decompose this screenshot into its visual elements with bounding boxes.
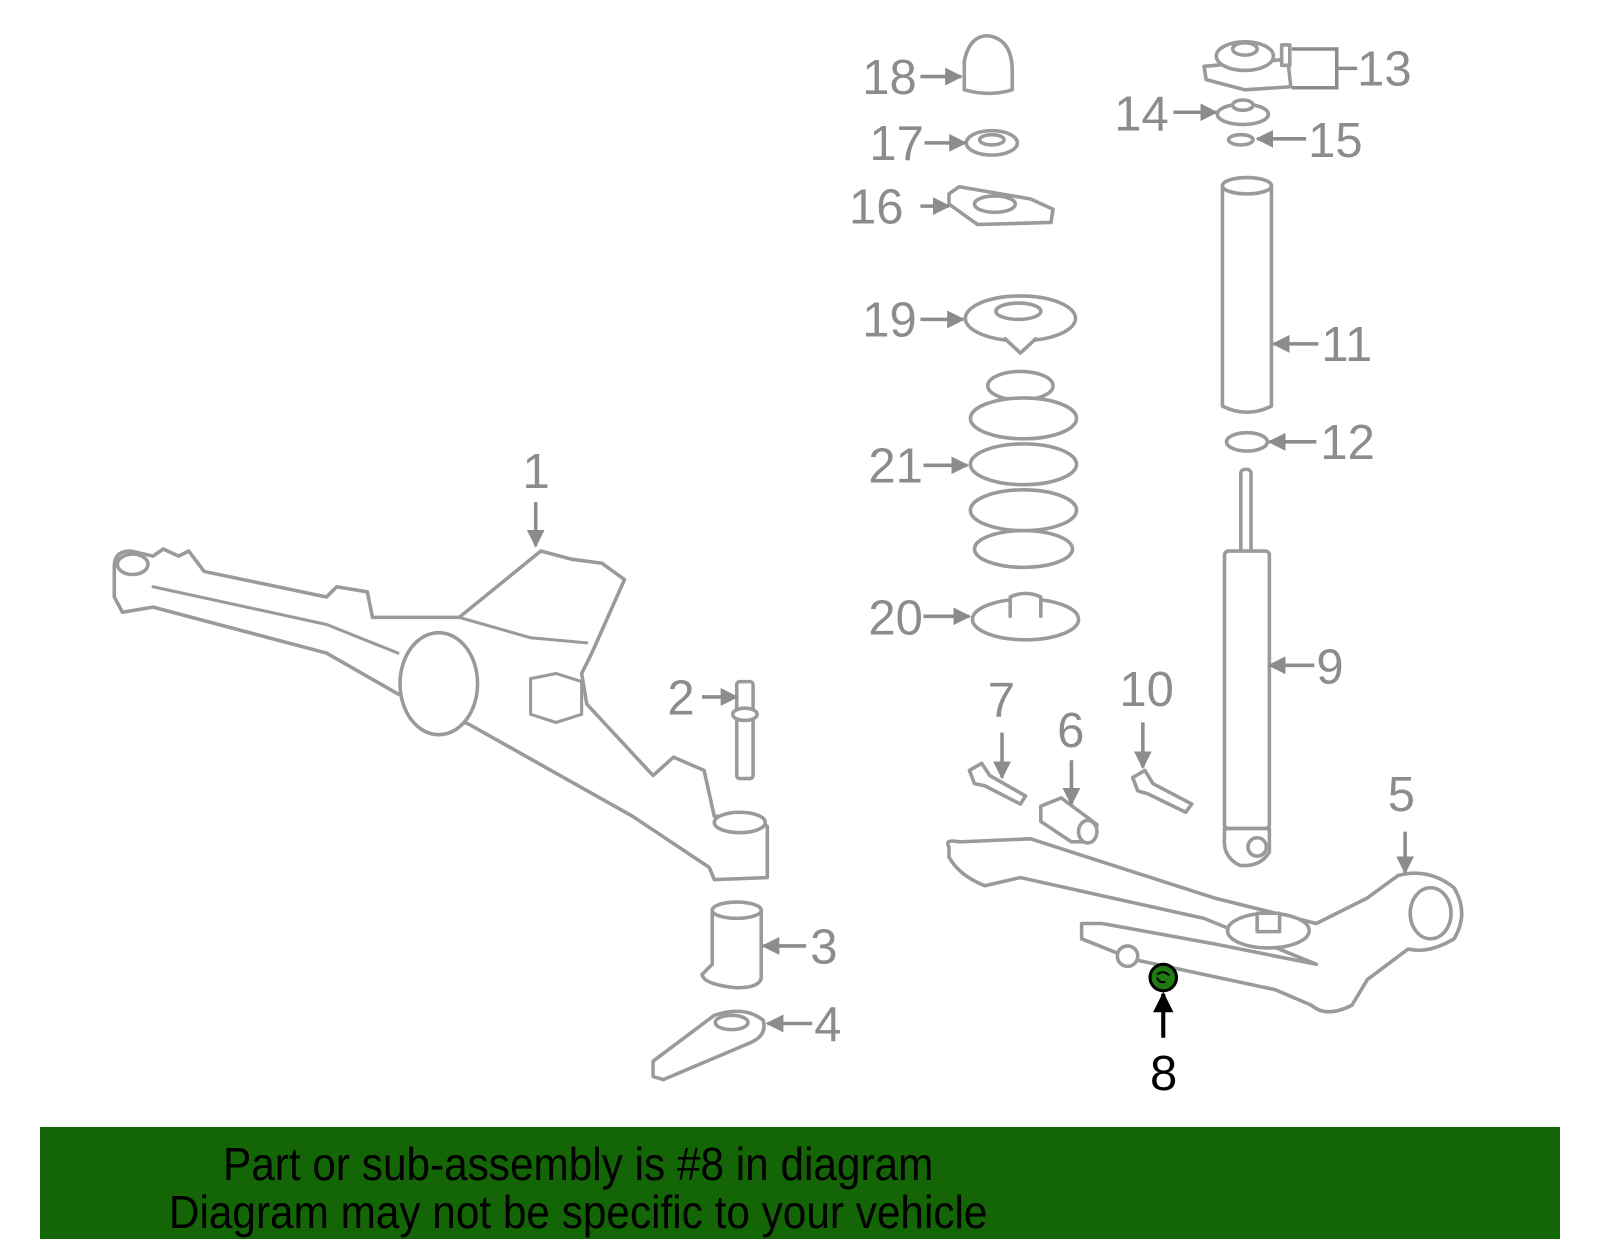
callout-2[interactable]: 2 [667,671,694,725]
callout-17[interactable]: 17 [869,117,923,171]
part-7-bolt[interactable] [967,761,1028,806]
part-2-stud[interactable] [730,679,759,781]
part-9-shock-absorber[interactable] [1222,467,1272,868]
leader-arrows [526,47,1415,1038]
part-19-spring-seat[interactable] [963,294,1078,355]
part-15-washer[interactable] [1226,132,1255,147]
part-1-subframe[interactable] [112,547,770,882]
callout-13[interactable]: 13 [1357,43,1411,97]
callout-14[interactable]: 14 [1114,88,1168,142]
callout-6[interactable]: 6 [1057,704,1084,758]
part-12-washer[interactable] [1224,430,1270,453]
banner-line-part-info: Part or sub-assembly is #8 in diagram [223,1138,934,1190]
callout-8-highlighted[interactable]: 8 [1150,1047,1177,1101]
part-13-strut-mount[interactable] [1202,40,1293,92]
part-17-washer[interactable] [964,128,1020,157]
callout-16[interactable]: 16 [849,180,903,234]
callout-10[interactable]: 10 [1119,663,1173,717]
callout-18[interactable]: 18 [862,51,916,105]
callout-21[interactable]: 21 [868,440,922,494]
part-8-nut-highlighted[interactable] [1148,962,1179,993]
part-16-plate[interactable] [947,184,1055,227]
part-21-coil-spring[interactable] [968,369,1079,570]
info-banner: Part or sub-assembly is #8 in diagram Di… [40,1127,1560,1239]
callout-3[interactable]: 3 [810,920,837,974]
part-10-bolt[interactable] [1130,768,1194,815]
callout-15[interactable]: 15 [1308,114,1362,168]
part-3-bushing[interactable] [700,900,764,990]
callout-1[interactable]: 1 [522,445,549,499]
part-20-spring-seat[interactable] [970,591,1081,642]
callout-19[interactable]: 19 [862,294,916,348]
callout-7[interactable]: 7 [988,673,1015,727]
part-4-bracket[interactable] [651,1009,766,1082]
callout-12[interactable]: 12 [1320,416,1374,470]
part-14-bearing[interactable] [1215,98,1271,127]
callout-11[interactable]: 11 [1321,318,1372,372]
part-11-boot[interactable] [1220,175,1274,415]
banner-line-disclaimer: Diagram may not be specific to your vehi… [168,1186,988,1238]
part-6-bushing[interactable] [1039,796,1099,845]
part-18-bump-cap[interactable] [962,33,1015,96]
callout-4[interactable]: 4 [814,998,841,1052]
callout-9[interactable]: 9 [1316,641,1343,695]
callout-5[interactable]: 5 [1388,768,1415,822]
callout-20[interactable]: 20 [868,592,922,646]
part-5-control-arm[interactable] [945,837,1464,1014]
